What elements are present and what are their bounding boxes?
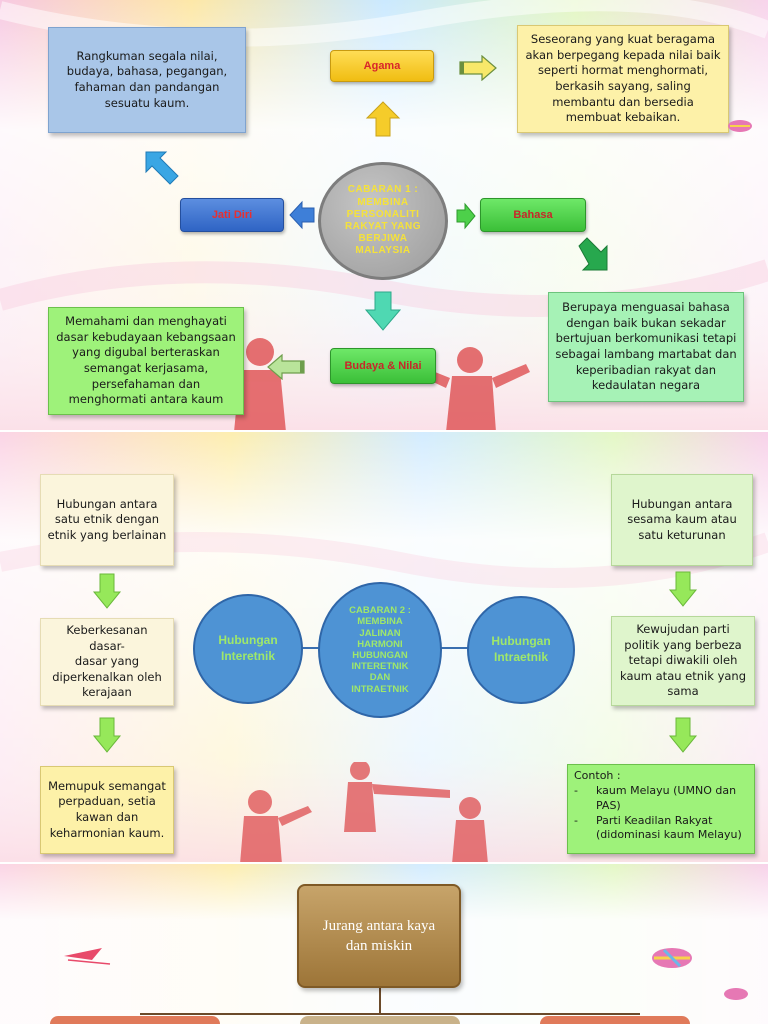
left-box-2: Keberkesanan dasar- dasar yang diperkena… (40, 618, 174, 706)
intraetnik-circle: Hubungan Intraetnik (467, 596, 575, 704)
right-arrow-icon (459, 55, 497, 81)
balloon-icon (728, 120, 752, 132)
up-left-arrow-icon (145, 151, 179, 185)
list-item: - kaum Melayu (UMNO dan PAS) (574, 783, 737, 812)
down-arrow-icon (364, 291, 402, 331)
bahasa-box: Berupaya menguasai bahasa dengan baik bu… (548, 292, 744, 402)
bahasa-pill: Bahasa (480, 198, 586, 232)
cabaran-2-circle: CABARAN 2 : MEMBINA JALINAN HARMONI HUBU… (318, 582, 442, 718)
jati-diri-box: Rangkuman segala nilai, budaya, bahasa, … (48, 27, 246, 133)
list-item: - Parti Keadilan Rakyat (didominasi kaum… (574, 813, 742, 842)
down-arrow-icon (668, 571, 698, 607)
jurang-kaya-miskin-box: Jurang antara kaya dan miskin (297, 884, 461, 988)
left-box-1: Hubungan antara satu etnik dengan etnik … (40, 474, 174, 566)
people-silhouette (230, 338, 530, 432)
contoh-box: Contoh : - kaum Melayu (UMNO dan PAS) - … (567, 764, 755, 854)
budaya-nilai-box: Memahami dan menghayati dasar kebudayaan… (48, 307, 244, 415)
budaya-nilai-pill: Budaya & Nilai (330, 348, 436, 384)
left-arrow-icon (267, 354, 305, 380)
slide-cabaran-2: Hubungan Interetnik CABARAN 2 : MEMBINA … (0, 432, 768, 864)
right-box-1: Hubungan antara sesama kaum atau satu ke… (611, 474, 753, 566)
interetnik-circle: Hubungan Interetnik (193, 594, 303, 704)
down-arrow-icon (668, 717, 698, 753)
left-arrow-icon (289, 200, 315, 230)
cabaran-1-circle: CABARAN 1 : MEMBINA PERSONALITI RAKYAT Y… (318, 162, 448, 280)
agama-pill: Agama (330, 50, 434, 82)
right-arrow-icon (456, 202, 476, 230)
right-box-2: Kewujudan parti politik yang berbeza tet… (611, 616, 755, 706)
balloon-icon (652, 948, 692, 968)
down-arrow-icon (92, 573, 122, 609)
up-arrow-icon (365, 101, 401, 137)
slide-3: Jurang antara kaya dan miskin (0, 864, 768, 1024)
left-box-3: Memupuk semangat perpaduan, setia kawan … (40, 766, 174, 854)
down-right-arrow-icon (578, 237, 608, 271)
kite-icon (64, 948, 111, 965)
slide-cabaran-1: CABARAN 1 : MEMBINA PERSONALITI RAKYAT Y… (0, 0, 768, 432)
people-silhouette (240, 762, 488, 864)
jati-diri-pill: Jati Diri (180, 198, 284, 232)
balloon-icon (724, 988, 748, 1000)
contoh-title: Contoh : (574, 769, 621, 782)
down-arrow-icon (92, 717, 122, 753)
agama-box: Seseorang yang kuat beragama akan berpeg… (517, 25, 729, 133)
